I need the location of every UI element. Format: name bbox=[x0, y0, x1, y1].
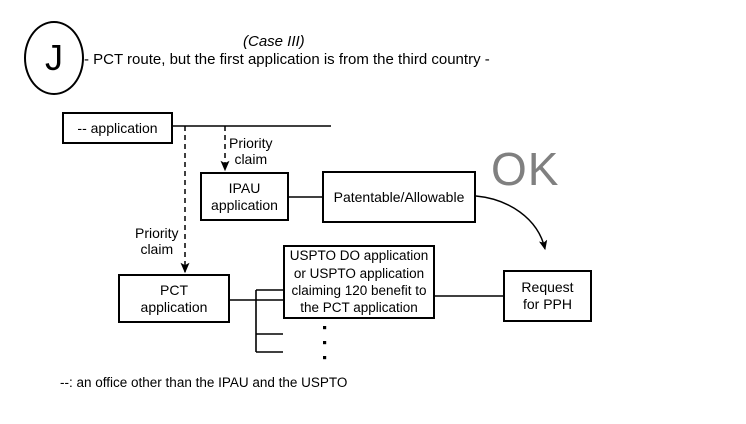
node-patentable-allowable[interactable]: Patentable/Allowable bbox=[322, 171, 476, 223]
node-uspto-application-line1: USPTO DO application bbox=[289, 248, 429, 264]
node-ipau-application-line1: IPAU bbox=[228, 179, 261, 196]
node-uspto-application[interactable]: USPTO DO application or USPTO applicatio… bbox=[283, 245, 435, 319]
node-pct-application-line1: PCT bbox=[160, 281, 188, 298]
ellipsis-dot-1 bbox=[323, 326, 327, 330]
node-pct-application-line2: application bbox=[140, 298, 208, 315]
node-uspto-application-line2: or USPTO application bbox=[293, 265, 425, 281]
label-priority-claim-pct-line1: Priority bbox=[135, 225, 179, 241]
label-priority-claim-pct-line2: claim bbox=[140, 241, 174, 258]
label-priority-claim-ipau: Priority claim bbox=[229, 135, 273, 167]
ok-annotation: OK bbox=[491, 143, 560, 195]
node-request-for-pph[interactable]: Request for PPH bbox=[503, 270, 592, 322]
node-ipau-application-line2: application bbox=[211, 196, 278, 213]
node-source-application[interactable]: -- application bbox=[62, 112, 173, 144]
node-uspto-application-line4: the PCT application bbox=[300, 300, 418, 316]
node-source-application-label: -- application bbox=[77, 119, 158, 136]
node-ipau-application[interactable]: IPAU application bbox=[200, 172, 289, 221]
node-request-for-pph-line1: Request bbox=[521, 279, 574, 296]
label-priority-claim-ipau-line2: claim bbox=[234, 151, 268, 168]
ellipsis-dot-2 bbox=[323, 341, 327, 345]
case-subtitle: - PCT route, but the first application i… bbox=[84, 51, 490, 68]
label-priority-claim-ipau-line1: Priority bbox=[229, 135, 273, 151]
case-badge-letter: J bbox=[45, 37, 63, 78]
node-patentable-allowable-label: Patentable/Allowable bbox=[333, 188, 465, 205]
case-badge: J bbox=[24, 21, 84, 95]
label-priority-claim-pct: Priority claim bbox=[135, 225, 179, 257]
ellipsis-dot-3 bbox=[323, 356, 327, 360]
footnote-legend: --: an office other than the IPAU and th… bbox=[60, 375, 348, 390]
connector-patentable-to-pph-curve bbox=[475, 195, 548, 251]
node-request-for-pph-line2: for PPH bbox=[522, 296, 572, 312]
case-title: (Case III) bbox=[243, 33, 305, 50]
node-pct-application[interactable]: PCT application bbox=[118, 274, 230, 323]
node-uspto-application-line3: claiming 120 benefit to bbox=[291, 283, 427, 298]
